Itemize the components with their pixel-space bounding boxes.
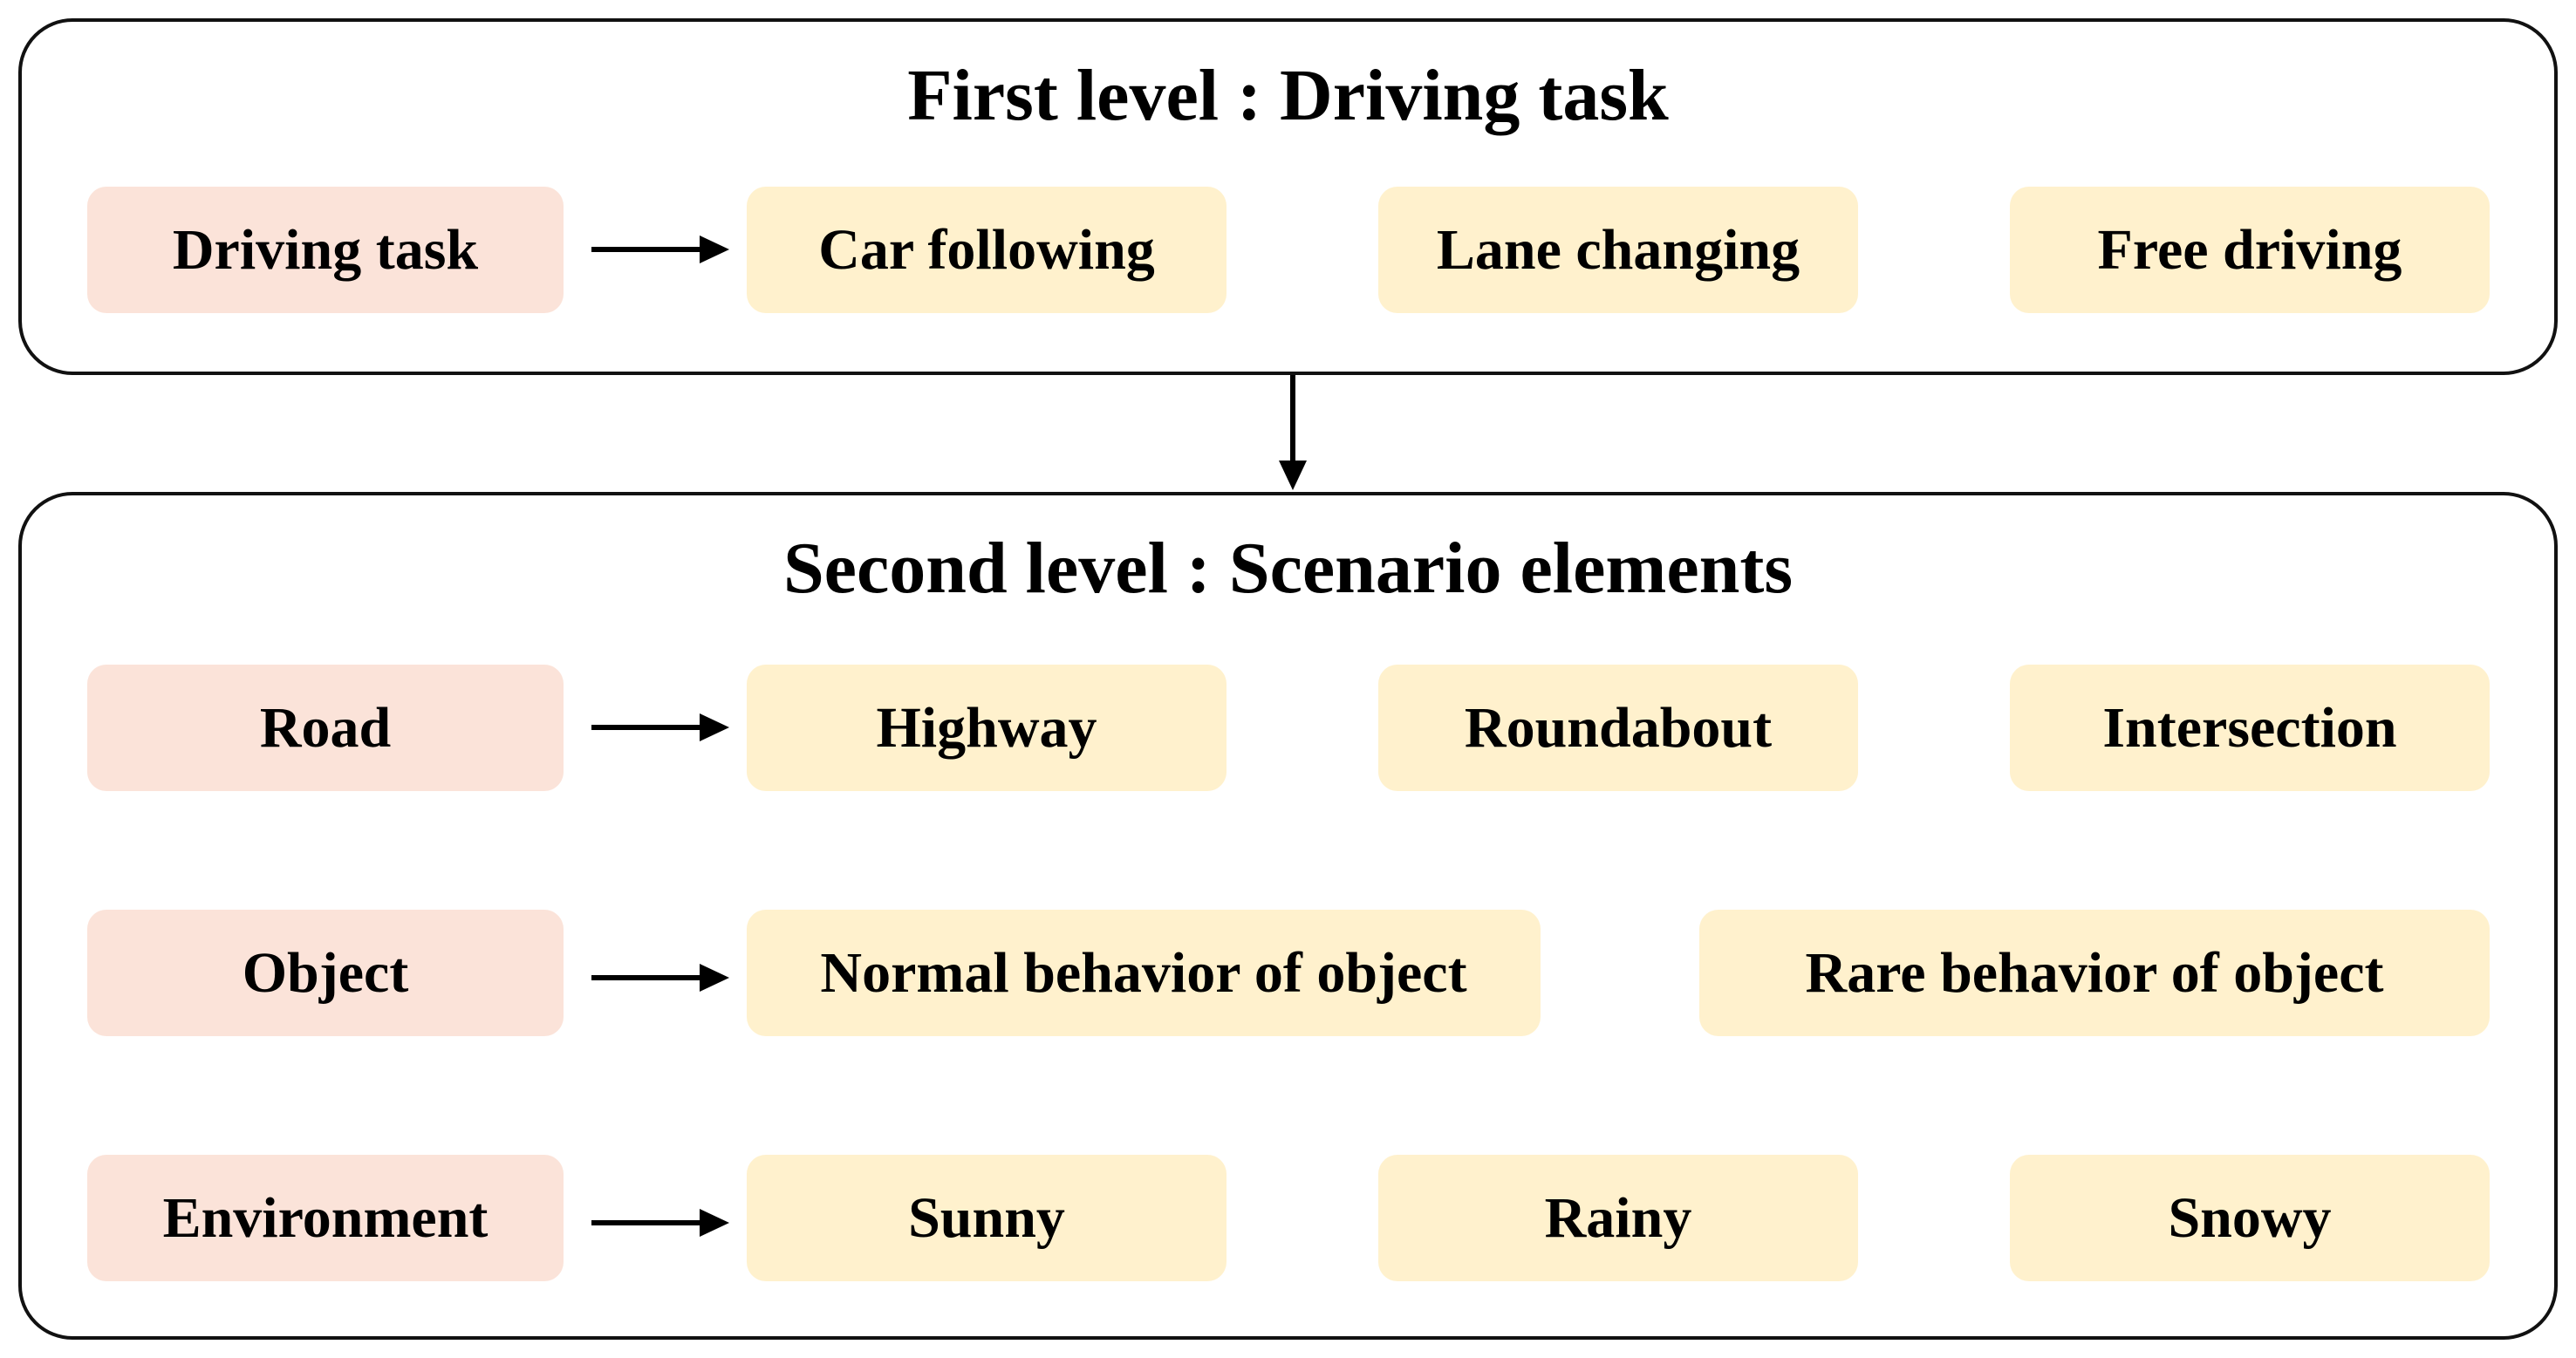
roundabout-box: Roundabout (1378, 665, 1858, 791)
car-following-box: Car following (747, 187, 1227, 313)
highway-box: Highway (747, 665, 1227, 791)
snowy-box: Snowy (2010, 1155, 2490, 1281)
second-level-title: Second level : Scenario elements (782, 528, 1794, 609)
environment-arrow (591, 1207, 731, 1239)
rare-behavior-box: Rare behavior of object (1699, 910, 2490, 1036)
road-category-box: Road (87, 665, 564, 791)
normal-behavior-box: Normal behavior of object (747, 910, 1541, 1036)
sunny-box: Sunny (747, 1155, 1227, 1281)
first-level-title: First level : Driving task (907, 55, 1669, 136)
lane-changing-box: Lane changing (1378, 187, 1858, 313)
driving-task-category-box: Driving task (87, 187, 564, 313)
road-arrow (591, 712, 731, 743)
object-category-box: Object (87, 910, 564, 1036)
level-connector-arrow (1277, 375, 1308, 492)
intersection-box: Intersection (2010, 665, 2490, 791)
free-driving-box: Free driving (2010, 187, 2490, 313)
driving-task-arrow (591, 234, 731, 265)
object-arrow (591, 962, 731, 993)
rainy-box: Rainy (1378, 1155, 1858, 1281)
environment-category-box: Environment (87, 1155, 564, 1281)
